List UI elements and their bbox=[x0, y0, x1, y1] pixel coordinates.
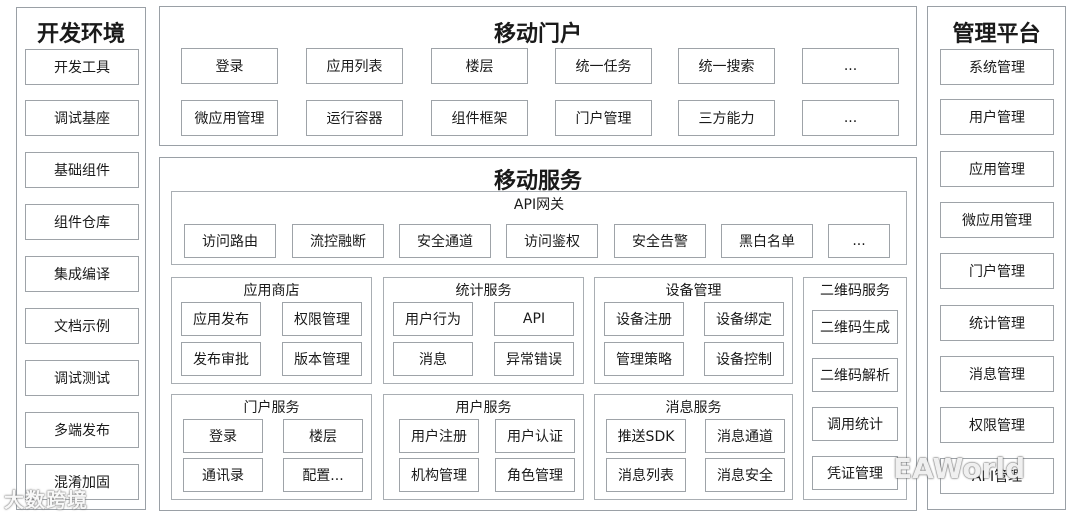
component-repo-box: 组件仓库 bbox=[25, 204, 139, 240]
api-stats-box: API bbox=[494, 302, 574, 336]
portal-management-box: 门户管理 bbox=[555, 100, 652, 136]
qrcode-service-group: 二维码服务 二维码生成 二维码解析 调用统计 凭证管理 bbox=[803, 277, 907, 500]
gateway-black-white-list-box: 黑白名单 bbox=[721, 224, 813, 258]
portal-service-group: 门户服务 登录 楼层 通讯录 配置... bbox=[171, 394, 372, 500]
push-sdk-box: 推送SDK bbox=[606, 419, 686, 453]
publish-approval-box: 发布审批 bbox=[181, 342, 261, 376]
dev-environment-title: 开发环境 bbox=[36, 22, 125, 47]
management-platform-panel: 管理平台 系统管理 用户管理 应用管理 微应用管理 门户管理 统计管理 消息管理… bbox=[927, 6, 1066, 510]
mobile-portal-panel: 移动门户 登录 应用列表 楼层 统一任务 统一搜索 ... 微应用管理 运行容器… bbox=[159, 6, 917, 146]
micro-app-management-box: 微应用管理 bbox=[940, 202, 1054, 238]
portal-floor-box: 楼层 bbox=[431, 48, 528, 84]
portal-micro-app-box: 微应用管理 bbox=[181, 100, 278, 136]
user-auth-box: 用户认证 bbox=[495, 419, 575, 453]
portal-login-box: 登录 bbox=[181, 48, 278, 84]
message-list-box: 消息列表 bbox=[606, 458, 686, 492]
multi-publish-box: 多端发布 bbox=[25, 412, 139, 448]
address-book-box: 通讯录 bbox=[183, 458, 263, 492]
app-store-group: 应用商店 应用发布 权限管理 发布审批 版本管理 bbox=[171, 277, 372, 384]
left-watermark: 大数跨境 bbox=[4, 488, 88, 512]
debug-test-box: 调试测试 bbox=[25, 360, 139, 396]
message-management-box: 消息管理 bbox=[940, 356, 1054, 392]
system-management-box: 系统管理 bbox=[940, 49, 1054, 85]
management-platform-title: 管理平台 bbox=[952, 22, 1041, 47]
version-management-box: 版本管理 bbox=[282, 342, 362, 376]
device-control-box: 设备控制 bbox=[704, 342, 784, 376]
portal-service-title: 门户服务 bbox=[243, 400, 300, 416]
app-store-title: 应用商店 bbox=[243, 283, 300, 299]
integrated-compile-box: 集成编译 bbox=[25, 256, 139, 292]
dev-environment-panel: 开发环境 开发工具 调试基座 基础组件 组件仓库 集成编译 文档示例 调试测试 … bbox=[16, 7, 146, 510]
debug-base-box: 调试基座 bbox=[25, 100, 139, 136]
gateway-flow-control-box: 流控融断 bbox=[292, 224, 384, 258]
portal-unified-task-box: 统一任务 bbox=[555, 48, 652, 84]
qrcode-parse-box: 二维码解析 bbox=[812, 358, 898, 392]
portal-unified-search-box: 统一搜索 bbox=[678, 48, 775, 84]
call-statistics-box: 调用统计 bbox=[812, 407, 898, 441]
mobile-services-title: 移动服务 bbox=[493, 169, 582, 194]
stats-service-title: 统计服务 bbox=[455, 283, 512, 299]
dev-tools-box: 开发工具 bbox=[25, 49, 139, 85]
obfuscation-box: 混淆加固 bbox=[25, 464, 139, 500]
device-management-group: 设备管理 设备注册 设备绑定 管理策略 设备控制 bbox=[594, 277, 793, 384]
api-gateway-group: API网关 访问路由 流控融断 安全通道 访问鉴权 安全告警 黑白名单 ... bbox=[171, 191, 907, 265]
message-channel-box: 消息通道 bbox=[705, 419, 785, 453]
user-register-box: 用户注册 bbox=[399, 419, 479, 453]
api-gateway-title: API网关 bbox=[513, 197, 565, 213]
stats-management-box: 统计管理 bbox=[940, 305, 1054, 341]
right-watermark: EAWorld bbox=[893, 452, 1026, 485]
permission-management-box-r: 权限管理 bbox=[940, 407, 1054, 443]
device-management-title: 设备管理 bbox=[665, 283, 722, 299]
configuration-box: 配置... bbox=[283, 458, 363, 492]
portal-service-login-box: 登录 bbox=[183, 419, 263, 453]
user-behavior-box: 用户行为 bbox=[393, 302, 473, 336]
basic-components-box: 基础组件 bbox=[25, 152, 139, 188]
gateway-secure-channel-box: 安全通道 bbox=[399, 224, 491, 258]
gateway-auth-box: 访问鉴权 bbox=[506, 224, 598, 258]
message-security-box: 消息安全 bbox=[705, 458, 785, 492]
qrcode-generate-box: 二维码生成 bbox=[812, 310, 898, 344]
mobile-portal-title: 移动门户 bbox=[493, 22, 582, 47]
org-management-box: 机构管理 bbox=[399, 458, 479, 492]
role-management-box: 角色管理 bbox=[495, 458, 575, 492]
portal-runtime-container-box: 运行容器 bbox=[306, 100, 403, 136]
user-service-title: 用户服务 bbox=[455, 400, 512, 416]
app-publish-box: 应用发布 bbox=[181, 302, 261, 336]
message-stats-box: 消息 bbox=[393, 342, 473, 376]
exception-error-box: 异常错误 bbox=[494, 342, 574, 376]
api-management-box: API管理 bbox=[940, 458, 1054, 494]
user-management-box: 用户管理 bbox=[940, 99, 1054, 135]
mobile-services-panel: 移动服务 API网关 访问路由 流控融断 安全通道 访问鉴权 安全告警 黑白名单… bbox=[159, 157, 917, 511]
portal-more-box-1: ... bbox=[802, 48, 899, 84]
gateway-routing-box: 访问路由 bbox=[184, 224, 276, 258]
app-management-box: 应用管理 bbox=[940, 151, 1054, 187]
credential-management-box: 凭证管理 bbox=[812, 456, 898, 490]
qrcode-service-title: 二维码服务 bbox=[820, 283, 890, 299]
gateway-security-alert-box: 安全告警 bbox=[614, 224, 706, 258]
message-service-title: 消息服务 bbox=[665, 400, 722, 416]
docs-examples-box: 文档示例 bbox=[25, 308, 139, 344]
portal-management-box-r: 门户管理 bbox=[940, 253, 1054, 289]
gateway-more-box: ... bbox=[828, 224, 890, 258]
device-bind-box: 设备绑定 bbox=[704, 302, 784, 336]
message-service-group: 消息服务 推送SDK 消息通道 消息列表 消息安全 bbox=[594, 394, 793, 500]
user-service-group: 用户服务 用户注册 用户认证 机构管理 角色管理 bbox=[383, 394, 584, 500]
portal-component-framework-box: 组件框架 bbox=[431, 100, 528, 136]
portal-app-list-box: 应用列表 bbox=[306, 48, 403, 84]
portal-more-box-2: ... bbox=[802, 100, 899, 136]
stats-service-group: 统计服务 用户行为 API 消息 异常错误 bbox=[383, 277, 584, 384]
device-register-box: 设备注册 bbox=[604, 302, 684, 336]
permission-management-box: 权限管理 bbox=[282, 302, 362, 336]
portal-service-floor-box: 楼层 bbox=[283, 419, 363, 453]
management-policy-box: 管理策略 bbox=[604, 342, 684, 376]
portal-third-party-box: 三方能力 bbox=[678, 100, 775, 136]
